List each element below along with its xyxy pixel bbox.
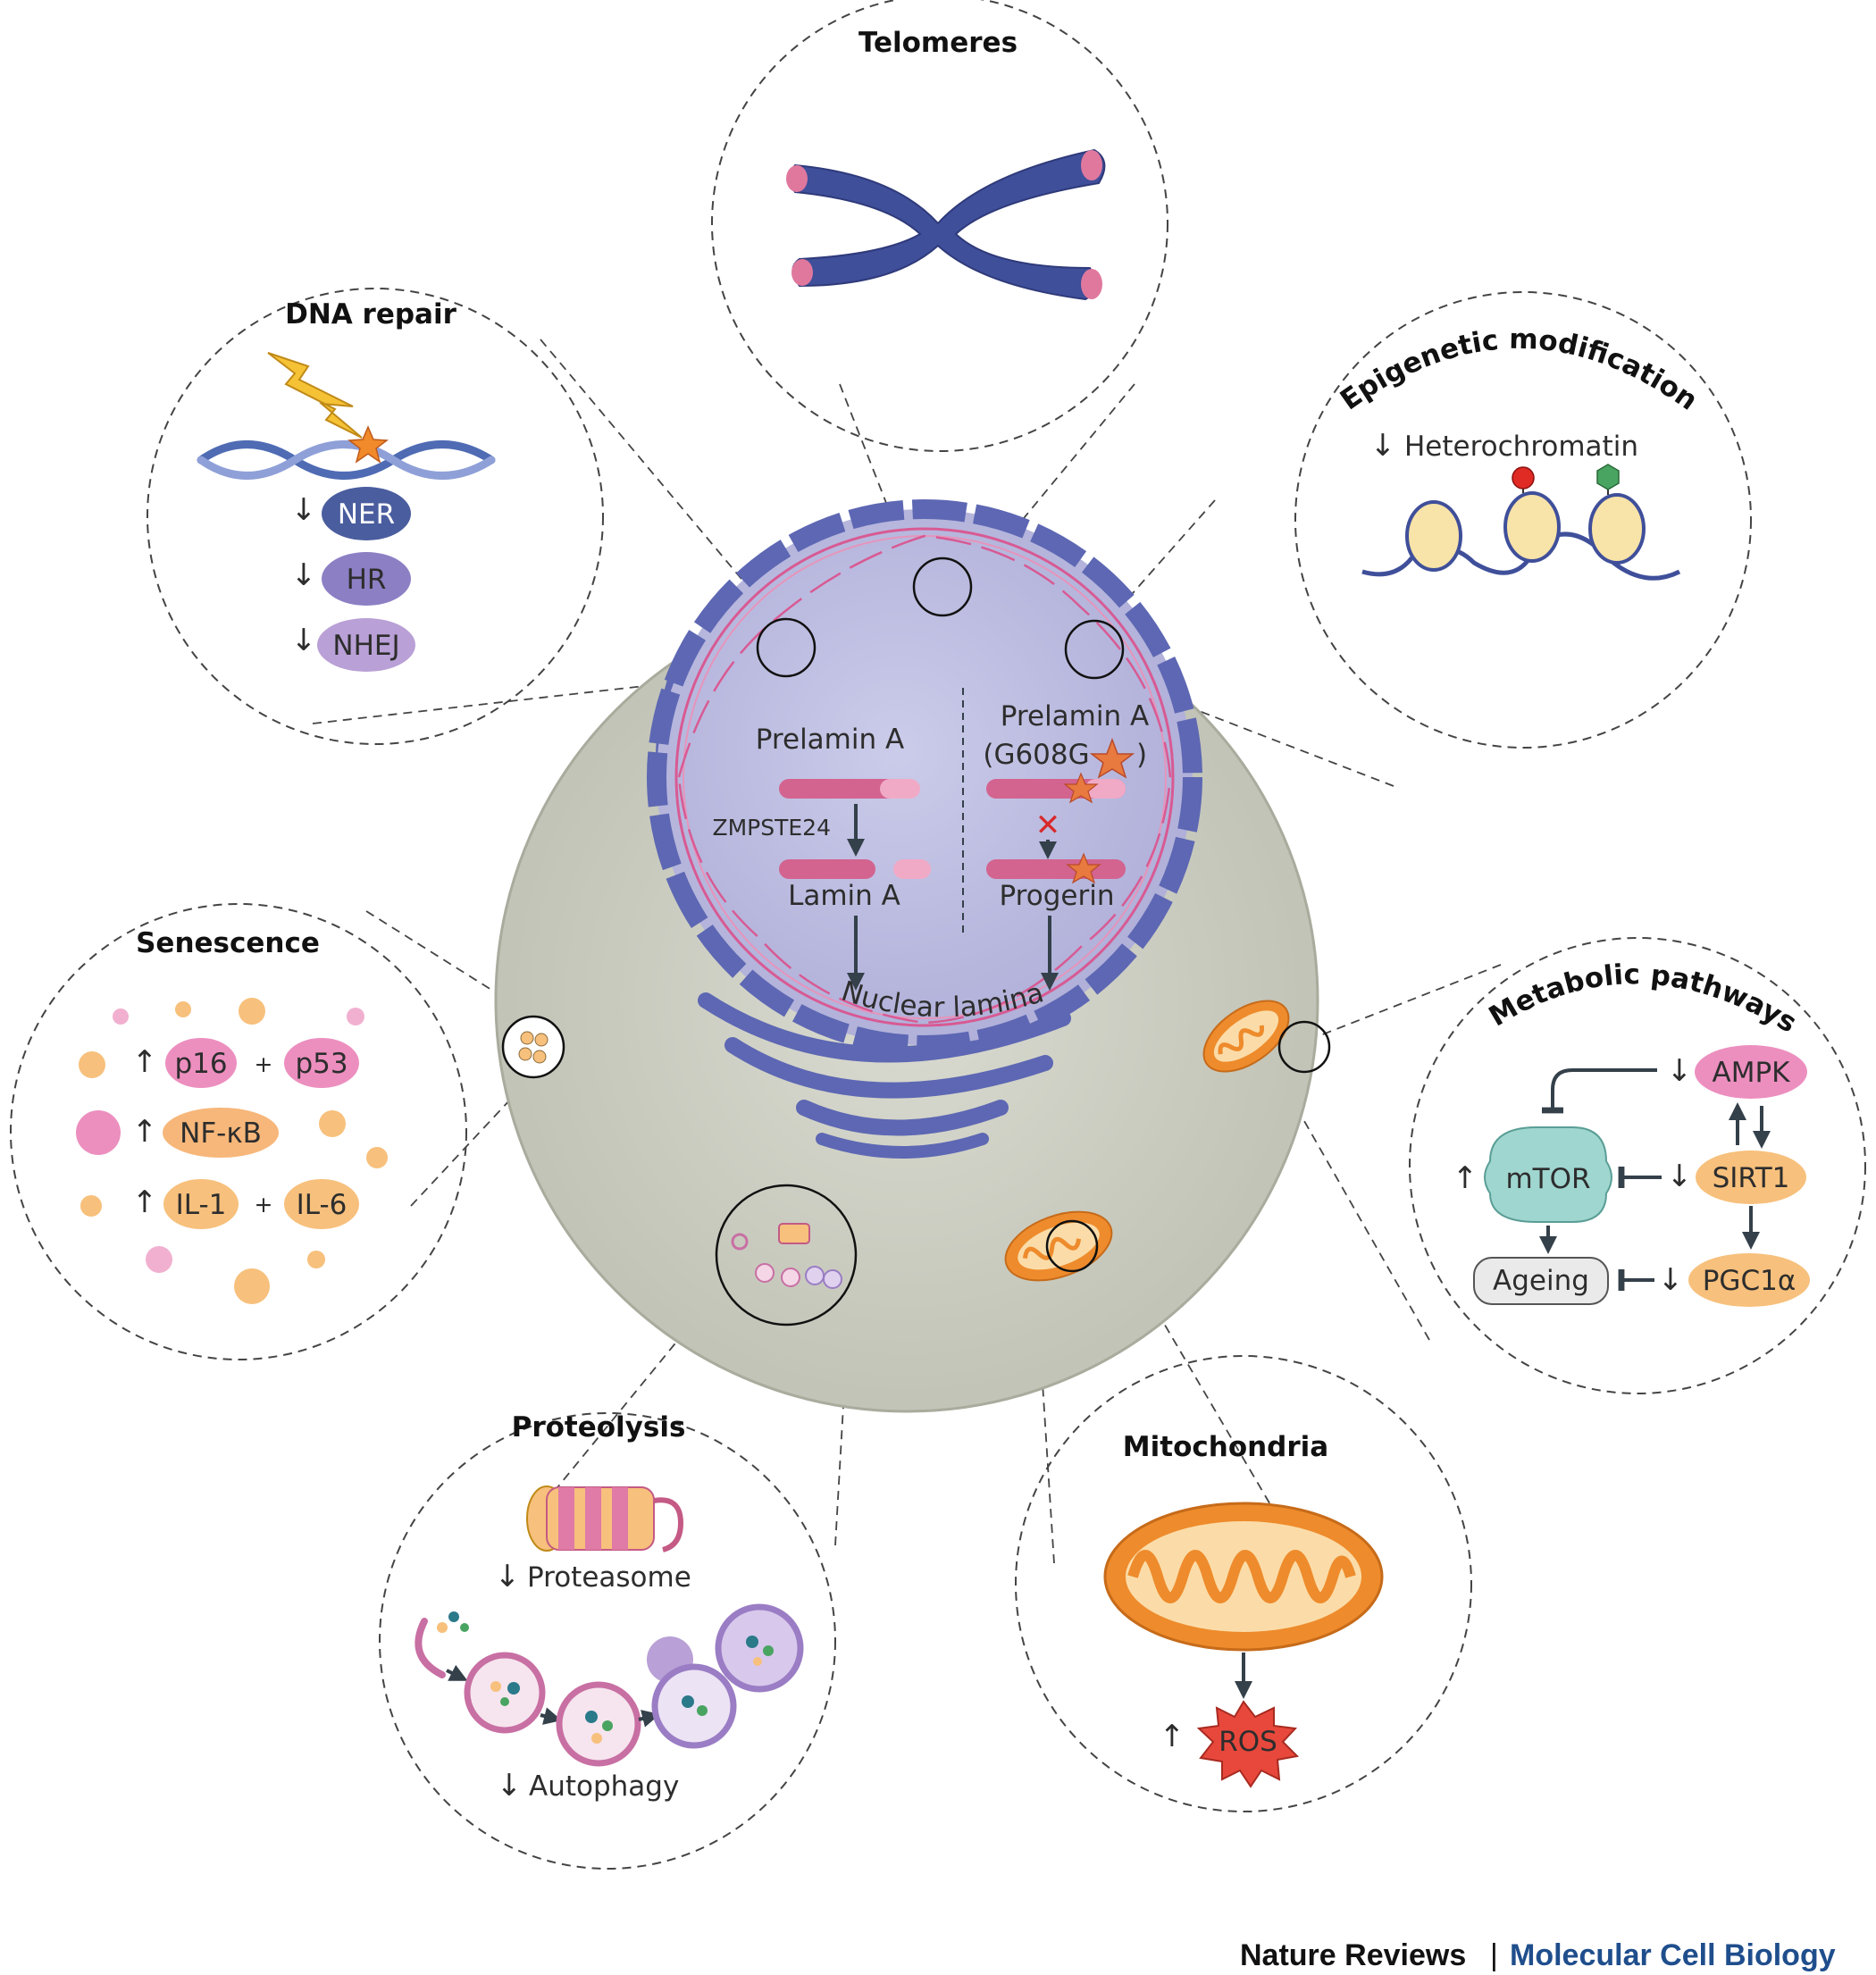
acetyl-mark-icon <box>1596 464 1620 490</box>
proteasome-label: Proteasome <box>527 1561 691 1594</box>
plus-sign: + <box>255 1051 273 1077</box>
down-arrow: ↓ <box>291 492 317 528</box>
senescence-panel: Senescence ↑ p16 + p53 ↑ NF-κB ↑ IL-1 + … <box>10 903 467 1360</box>
dna-repair-title: DNA repair <box>285 298 457 331</box>
prelamin-a-mutant-label: Prelamin A <box>1001 700 1149 732</box>
mtor-shape <box>1484 1126 1612 1223</box>
senescent-marker <box>501 1015 565 1079</box>
nfkb-label: NF-κB <box>180 1117 262 1150</box>
proteolysis-marker <box>715 1184 858 1326</box>
p16-label: p16 <box>174 1048 227 1080</box>
nucleosome-icon <box>1405 491 1646 572</box>
autophagy-label: Autophagy <box>529 1770 679 1803</box>
footer: Nature Reviews | Molecular Cell Biology <box>1240 1938 1836 1972</box>
ner-label: NER <box>338 498 395 531</box>
nucleus <box>647 499 1202 1055</box>
down-arrow: ↓ <box>1667 1159 1693 1194</box>
autophagy-sequence <box>415 1603 804 1767</box>
p53-label: p53 <box>295 1048 348 1080</box>
ros-burst-icon <box>1196 1700 1300 1788</box>
proteolysis-panel: Proteolysis ↓ Proteasome <box>379 1411 836 1870</box>
down-arrow: ↓ <box>1667 1053 1693 1089</box>
up-arrow: ↑ <box>132 1044 158 1080</box>
footer-separator: | <box>1490 1938 1498 1972</box>
up-arrow: ↑ <box>132 1114 158 1150</box>
g608g-close-paren: ) <box>1136 739 1147 771</box>
ageing-label: Ageing <box>1493 1265 1589 1297</box>
epigenetic-title: Epigenetic modifications <box>0 0 1704 417</box>
nhej-label: NHEJ <box>332 630 399 662</box>
dna-repair-panel: DNA repair ↓ NER ↓ HR ↓ NHEJ <box>147 288 604 745</box>
lamin-a-label: Lamin A <box>788 880 900 912</box>
proteolysis-title: Proteolysis <box>512 1411 686 1444</box>
mutation-star-icon <box>1089 737 1135 779</box>
prelamin-a-label: Prelamin A <box>756 724 904 756</box>
down-arrow: ↓ <box>1370 428 1396 464</box>
down-arrow: ↓ <box>495 1559 521 1594</box>
g608g-label: (G608G <box>983 739 1089 771</box>
sirt1-label: SIRT1 <box>1713 1162 1790 1194</box>
down-arrow: ↓ <box>291 623 317 658</box>
telomeres-panel: Telomeres <box>711 0 1168 452</box>
down-arrow: ↓ <box>1658 1262 1684 1298</box>
mitochondria-panel: Mitochondria ↑ ROS <box>1015 1355 1472 1812</box>
lightning-bolt-icon <box>267 352 363 439</box>
mitochondrion-large-icon <box>1103 1502 1384 1652</box>
up-arrow: ↑ <box>132 1184 158 1220</box>
progerin-label: Progerin <box>1000 880 1115 912</box>
mitochondria-title: Mitochondria <box>1123 1431 1328 1463</box>
il1-label: IL-1 <box>176 1189 227 1221</box>
metabolic-title: Metabolic pathways <box>1484 958 1803 1039</box>
zmpste24-label: ZMPSTE24 <box>712 815 831 841</box>
blocked-cross-icon: ✕ <box>1035 808 1061 843</box>
heterochromatin-label: Heterochromatin <box>1404 431 1638 463</box>
pgc1a-label: PGC1α <box>1703 1265 1796 1297</box>
metabolic-panel: Metabolic pathways ↓ AMPK ↑ mTOR ↓ SIRT1… <box>1409 937 1866 1394</box>
mutation-star-icon <box>1066 852 1101 884</box>
telomeres-title: Telomeres <box>858 27 1018 59</box>
ros-label: ROS <box>1219 1726 1277 1758</box>
dna-helix-icon <box>197 440 496 480</box>
proteasome-icon <box>526 1485 684 1552</box>
mitochondrion-icon <box>1202 1000 1290 1073</box>
prelamin-pathway-mutant: Prelamin A (G608G ) ✕ Progerin <box>983 700 1149 991</box>
il6-label: IL-6 <box>297 1189 348 1221</box>
up-arrow: ↑ <box>1453 1160 1478 1196</box>
section-name: Molecular Cell Biology <box>1510 1938 1836 1972</box>
down-arrow: ↓ <box>291 557 317 593</box>
hr-label: HR <box>347 564 387 596</box>
mitochondrion-icon <box>1004 1210 1113 1282</box>
dna-damage-star-icon <box>347 425 389 464</box>
journal-name: Nature Reviews <box>1240 1938 1466 1972</box>
mutation-star-icon <box>1063 772 1099 804</box>
chromosome-icon <box>786 148 1106 301</box>
up-arrow: ↑ <box>1160 1719 1185 1754</box>
down-arrow: ↓ <box>497 1768 523 1803</box>
cell: Prelamin A ZMPSTE24 Lamin A Prelamin A (… <box>494 499 1331 1413</box>
ampk-label: AMPK <box>1713 1057 1791 1089</box>
methyl-mark-icon <box>1512 466 1535 490</box>
senescence-title: Senescence <box>136 927 320 959</box>
plus-sign: + <box>255 1192 273 1218</box>
mtor-label: mTOR <box>1505 1163 1590 1195</box>
prelamin-pathway-wildtype: Prelamin A ZMPSTE24 Lamin A <box>712 724 931 991</box>
